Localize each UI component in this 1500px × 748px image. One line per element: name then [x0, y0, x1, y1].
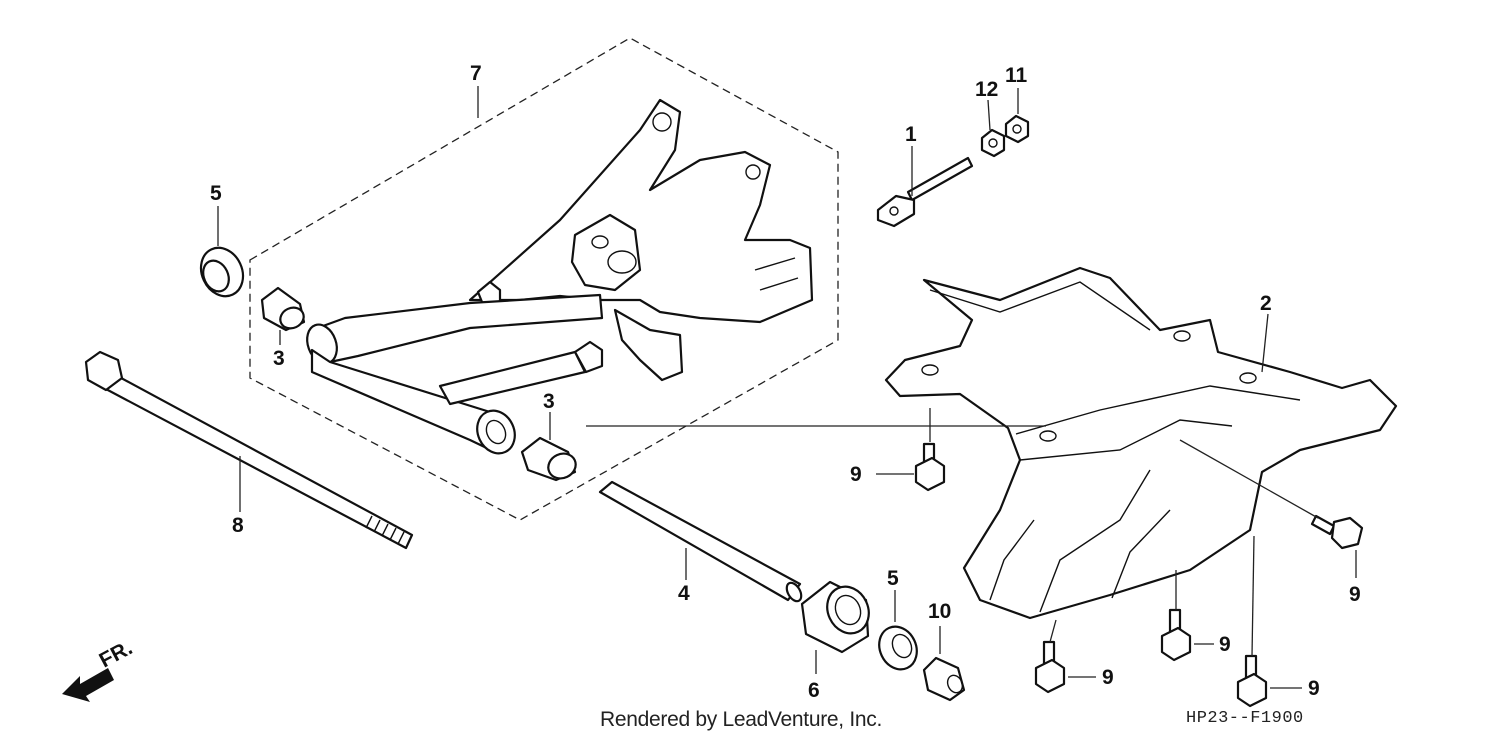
bearing-part-6[interactable] — [800, 580, 876, 654]
dust-seal-part-5-lower[interactable] — [872, 620, 923, 675]
bolt-part-9-e[interactable] — [1236, 654, 1268, 708]
callout-9-d: 9 — [1102, 666, 1114, 689]
callout-2: 2 — [1260, 292, 1272, 315]
credit-text: Rendered by LeadVenture, Inc. — [600, 708, 883, 731]
nut-part-12[interactable] — [980, 128, 1006, 158]
nut-part-11[interactable] — [1004, 114, 1030, 144]
mud-guard-part-2[interactable] — [884, 266, 1398, 620]
callout-9-c: 9 — [1219, 633, 1231, 656]
callout-1: 1 — [905, 123, 917, 146]
callout-6: 6 — [808, 679, 820, 702]
assembly-box-7 — [249, 37, 839, 521]
callout-3-lower: 3 — [543, 390, 555, 413]
collar-tube-part-4[interactable] — [598, 480, 804, 604]
callout-9-e: 9 — [1308, 677, 1320, 700]
callout-7: 7 — [470, 62, 482, 85]
callout-9-a: 9 — [850, 463, 862, 486]
callout-5-lower: 5 — [887, 567, 899, 590]
pivot-bolt-part-8[interactable] — [84, 350, 414, 550]
bolt-part-9-a[interactable] — [914, 442, 946, 492]
bushing-part-3-upper[interactable] — [260, 286, 307, 332]
adjuster-bolt-part-1[interactable] — [876, 156, 974, 228]
leader-lines — [217, 86, 1357, 689]
figure-code: HP23--F1900 — [1186, 709, 1304, 728]
callout-10: 10 — [928, 600, 951, 623]
callout-8: 8 — [232, 514, 244, 537]
callout-4: 4 — [678, 582, 690, 605]
front-indicator-label: FR. — [96, 636, 137, 672]
callout-5-upper: 5 — [210, 182, 222, 205]
cap-nut-part-10[interactable] — [922, 656, 966, 702]
callout-9-b: 9 — [1349, 583, 1361, 606]
bolt-part-9-b[interactable] — [1310, 514, 1364, 550]
bolt-part-9-c[interactable] — [1160, 608, 1192, 662]
callout-3-upper: 3 — [273, 347, 285, 370]
front-arrow-icon: FR. — [62, 636, 136, 702]
callout-12: 12 — [975, 78, 998, 101]
bolt-part-9-d[interactable] — [1034, 640, 1066, 694]
dust-seal-part-5[interactable] — [193, 241, 250, 303]
bushing-part-3-lower[interactable] — [520, 436, 580, 483]
callout-11: 11 — [1005, 64, 1028, 87]
swingarm-part-7[interactable] — [302, 98, 814, 460]
